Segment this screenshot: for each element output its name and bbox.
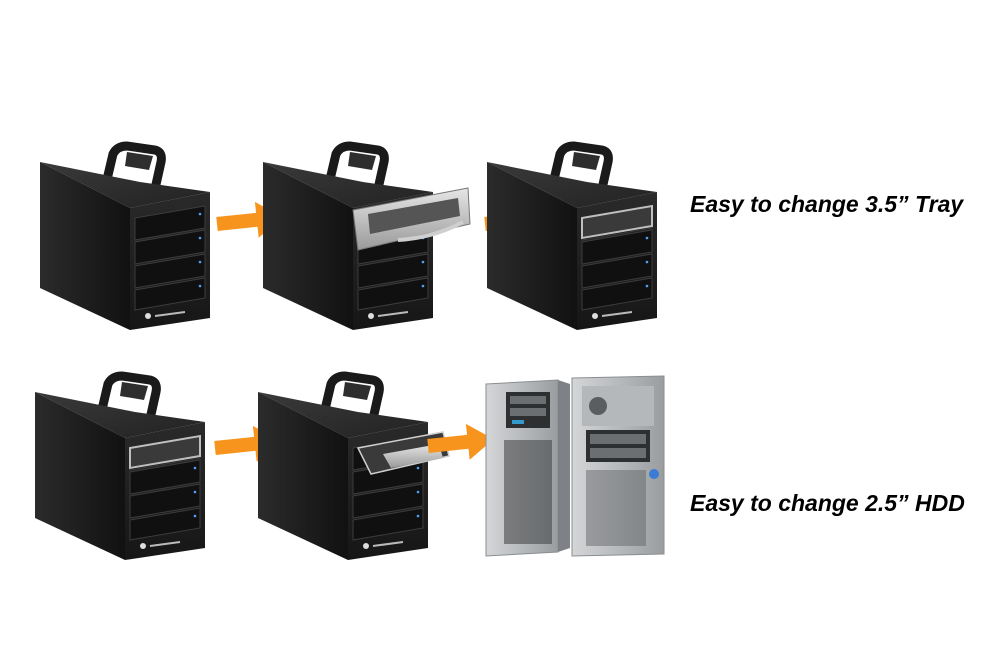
enclosure-tray-open: [263, 146, 471, 330]
enclosure-tray-inserted: [487, 146, 657, 330]
workstation-towers: [485, 375, 665, 557]
enclosure-closed-1: [40, 146, 210, 330]
enclosure-closed-2: [35, 376, 205, 560]
caption-tray: Easy to change 3.5” Tray: [690, 191, 964, 217]
caption-hdd: Easy to change 2.5” HDD: [690, 490, 965, 516]
enclosure-hdd-open: [258, 376, 450, 560]
